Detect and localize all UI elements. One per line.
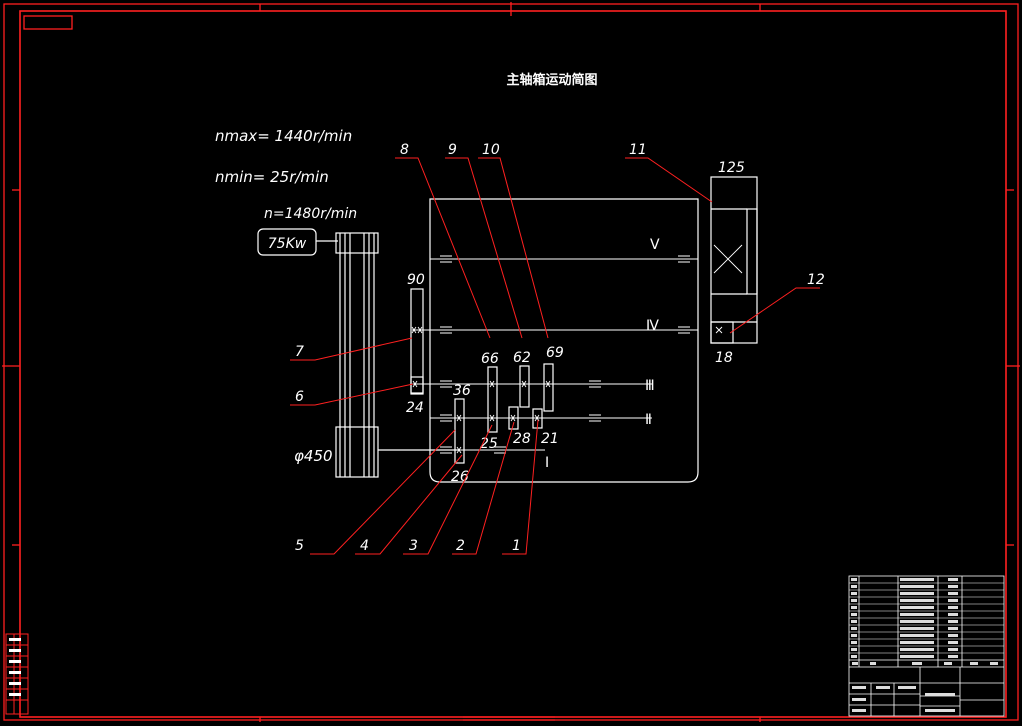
gear-62 — [519, 365, 530, 408]
drawing-title: 主轴箱运动简图 — [506, 72, 597, 88]
gear-24 — [410, 376, 424, 394]
callout-8: 8 — [400, 142, 409, 158]
callout-1: 1 — [512, 538, 521, 554]
shaft-lines — [412, 258, 698, 451]
motor-speed-label: n=1480r/min — [264, 206, 357, 222]
callout-9: 9 — [448, 142, 457, 158]
shaft-label-i: Ⅰ — [545, 455, 549, 471]
nmin-formula-text: nmin= 25r/min — [215, 168, 329, 186]
gears — [410, 176, 758, 464]
teeth-125: 125 — [718, 160, 745, 176]
motor-power-label: 75Kw — [268, 236, 307, 252]
teeth-24: 24 — [406, 400, 424, 416]
nmin-formula: nmin= 25r/min — [215, 168, 329, 186]
shaft-label-iv: Ⅳ — [646, 318, 659, 334]
callout-5: 5 — [295, 538, 304, 554]
teeth-28: 28 — [513, 431, 531, 447]
teeth-69: 69 — [546, 345, 564, 361]
teeth-66: 66 — [481, 351, 499, 367]
gear-125 — [710, 176, 758, 344]
teeth-18: 18 — [715, 350, 733, 366]
teeth-90: 90 — [407, 272, 425, 288]
callout-7: 7 — [295, 344, 304, 360]
gearbox-housing — [429, 198, 699, 483]
shaft-label-iii: Ⅲ — [645, 378, 655, 394]
parts-list-cell-fills — [851, 578, 998, 712]
gear-125-hub — [746, 208, 758, 295]
callout-11: 11 — [629, 142, 647, 158]
motor — [257, 228, 338, 256]
shaft-label-ii: Ⅱ — [645, 412, 652, 428]
left-stamp-table — [5, 633, 29, 715]
shaft-label-v: Ⅴ — [650, 237, 660, 253]
left-stamp-cells — [9, 638, 21, 696]
callout-numbers: 1 2 3 4 5 6 7 8 9 10 11 12 — [295, 142, 825, 554]
gear-69 — [543, 363, 554, 412]
belt-drive — [335, 232, 460, 478]
callout-2: 2 — [456, 538, 465, 554]
callout-leaders — [290, 157, 820, 555]
gear-36 — [454, 398, 465, 464]
callout-6: 6 — [295, 389, 304, 405]
gear-teeth-labels: 90 24 66 62 69 36 25 28 21 26 125 18 — [406, 160, 745, 485]
nmax-formula-text: nmax= 1440r/min — [215, 127, 352, 145]
pulley-diameter-label: φ450 — [294, 447, 333, 465]
bearing-marks — [440, 255, 690, 454]
parts-list-rows — [849, 582, 1004, 654]
callout-3: 3 — [409, 538, 418, 554]
nmax-formula: nmax= 1440r/min — [215, 127, 352, 145]
gear-28 — [508, 406, 519, 430]
teeth-36: 36 — [453, 383, 471, 399]
gear-66 — [487, 366, 498, 433]
gear-cross-marks — [411, 244, 743, 454]
gear-90 — [410, 288, 424, 395]
callout-12: 12 — [807, 272, 825, 288]
teeth-62: 62 — [513, 350, 531, 366]
teeth-21: 21 — [541, 431, 559, 447]
callout-10: 10 — [482, 142, 500, 158]
callout-4: 4 — [360, 538, 369, 554]
